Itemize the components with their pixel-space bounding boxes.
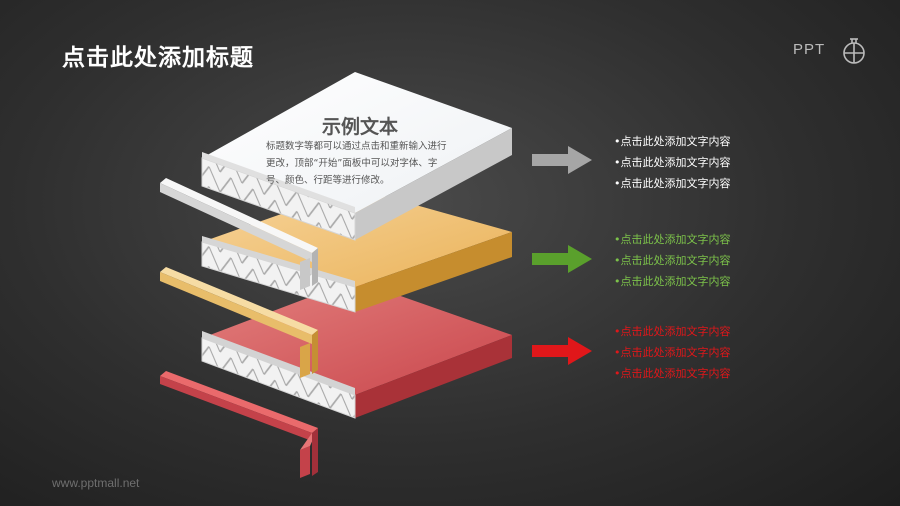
list-item[interactable]: •点击此处添加文字内容 xyxy=(614,177,731,190)
ppt-logo-icon xyxy=(843,38,865,64)
arrow-gray-icon xyxy=(532,146,592,174)
bar-white xyxy=(160,178,318,290)
bar-orange xyxy=(160,267,318,378)
list-item[interactable]: •点击此处添加文字内容 xyxy=(614,367,731,380)
bar-red xyxy=(160,371,318,478)
list-item[interactable]: •点击此处添加文字内容 xyxy=(614,346,731,359)
list-item[interactable]: •点击此处添加文字内容 xyxy=(614,254,731,267)
card-line: 更改，顶部“开始”面板中可以对字体、字 xyxy=(266,158,438,169)
list-item[interactable]: •点击此处添加文字内容 xyxy=(614,233,731,246)
ppt-logo: PPT xyxy=(793,36,873,66)
list-item[interactable]: •点击此处添加文字内容 xyxy=(614,156,731,169)
footer-url: www.pptmall.net xyxy=(52,476,140,490)
page-title: 点击此处添加标题 xyxy=(62,45,254,71)
layer-white xyxy=(201,72,512,241)
list-item[interactable]: •点击此处添加文字内容 xyxy=(614,135,731,148)
arrow-red-icon xyxy=(532,337,592,365)
list-item[interactable]: •点击此处添加文字内容 xyxy=(614,325,731,338)
list-item[interactable]: •点击此处添加文字内容 xyxy=(614,275,731,288)
list-white: •点击此处添加文字内容 •点击此处添加文字内容 •点击此处添加文字内容 xyxy=(614,131,731,194)
card-line: 号、颜色、行距等进行修改。 xyxy=(266,175,390,186)
card-line: 标题数字等都可以通过点击和重新输入进行 xyxy=(266,141,447,152)
logo-text: PPT xyxy=(793,41,826,58)
list-red: •点击此处添加文字内容 •点击此处添加文字内容 •点击此处添加文字内容 xyxy=(614,321,731,384)
list-orange: •点击此处添加文字内容 •点击此处添加文字内容 •点击此处添加文字内容 xyxy=(614,229,731,292)
layer-red xyxy=(201,280,512,419)
card-body: 标题数字等都可以通过点击和重新输入进行 更改，顶部“开始”面板中可以对字体、字 … xyxy=(266,138,486,189)
arrow-green-icon xyxy=(532,245,592,273)
card-title: 示例文本 xyxy=(321,116,398,138)
